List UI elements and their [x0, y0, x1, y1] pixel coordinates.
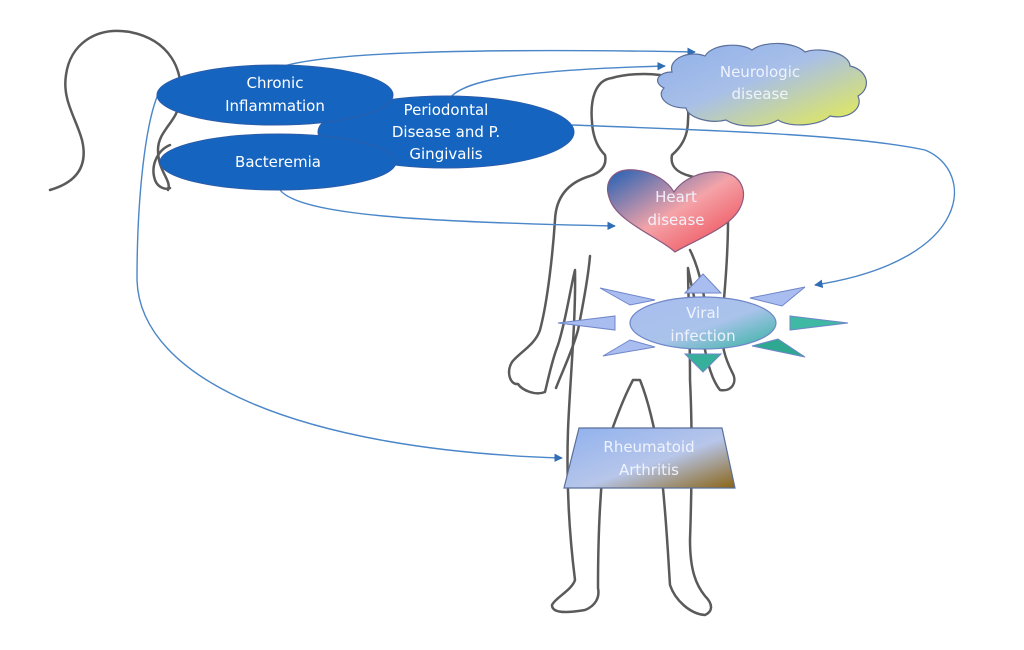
target-ra[interactable]: Rheumatoid Arthritis — [563, 427, 736, 489]
trapezoid-shape — [563, 427, 736, 489]
heart-label-line2: disease — [648, 211, 705, 229]
spike-top — [683, 273, 723, 294]
chronic-label-line1: Chronic — [247, 74, 304, 92]
periodontal-label-line1: Periodontal — [404, 101, 489, 119]
connectors — [136, 47, 955, 462]
ra-label-line2: Arthritis — [619, 461, 679, 479]
target-heart[interactable]: Heart disease — [607, 169, 744, 253]
viral-label-line1: Viral — [686, 304, 720, 322]
target-neurologic[interactable]: Neurologic disease — [656, 42, 867, 127]
source-chronic-inflammation[interactable]: Chronic Inflammation — [156, 64, 394, 126]
viral-spikes — [557, 273, 849, 373]
periodontal-label-line2: Disease and P. — [392, 123, 500, 141]
viral-ellipse — [629, 296, 777, 350]
body-inner-arm-left — [554, 254, 592, 390]
spike-top-right — [749, 286, 806, 307]
connector-bacteremia-to-heart — [279, 189, 616, 231]
connector-periodontal-to-neurologic — [446, 62, 666, 104]
spike-left — [557, 315, 616, 331]
connector-chronic-to-ra — [136, 89, 563, 462]
spike-top-left — [599, 287, 656, 306]
spike-right — [789, 315, 849, 331]
head-chin-curl — [152, 143, 172, 190]
spike-bottom-right — [751, 338, 806, 358]
bacteremia-label: Bacteremia — [235, 153, 321, 171]
neurologic-label-line2: disease — [732, 85, 789, 103]
connector-periodontal-to-viral — [571, 124, 955, 288]
neurologic-label-line1: Neurologic — [720, 63, 800, 81]
source-bacteremia[interactable]: Bacteremia — [159, 133, 397, 191]
connector-chronic-to-neurologic — [277, 47, 696, 69]
viral-label-line2: infection — [670, 327, 735, 345]
heart-icon — [607, 169, 744, 253]
periodontal-label-line3: Gingivalis — [409, 145, 482, 163]
spike-bottom-left — [602, 339, 656, 357]
chronic-label-line2: Inflammation — [225, 97, 325, 115]
ra-label-line1: Rheumatoid — [603, 438, 694, 456]
heart-label-line1: Heart — [655, 188, 697, 206]
head-silhouette — [48, 29, 182, 192]
target-viral[interactable]: Viral infection — [557, 273, 849, 373]
cloud-icon — [656, 42, 867, 127]
spike-bottom — [683, 353, 723, 373]
